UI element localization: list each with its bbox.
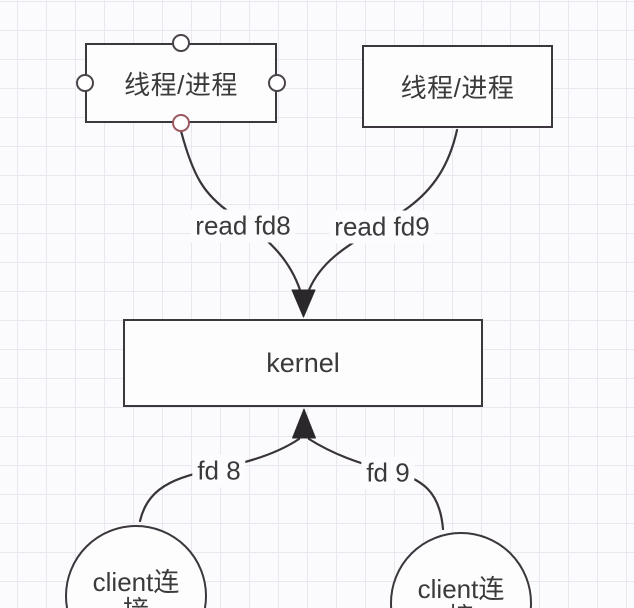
node-client-connection-right-label: client连接	[417, 574, 505, 608]
edge-label-read-fd9[interactable]: read fd9	[329, 210, 435, 244]
node-thread-process-left[interactable]: 线程/进程	[85, 43, 277, 123]
node-thread-process-right[interactable]: 线程/进程	[362, 45, 553, 128]
arrowhead-down-into-kernel	[291, 289, 316, 318]
edge-label-fd-8[interactable]: fd 8	[192, 454, 246, 488]
edge-label-fd-9[interactable]: fd 9	[361, 456, 415, 490]
connection-anchor-left-icon[interactable]	[76, 74, 94, 92]
node-kernel[interactable]: kernel	[123, 319, 483, 407]
node-thread-process-right-label: 线程/进程	[400, 73, 515, 103]
edge-thread-right-to-kernel[interactable]	[307, 128, 459, 292]
node-client-connection-left-label: client连接	[92, 567, 180, 608]
connection-anchor-right-icon[interactable]	[268, 74, 286, 92]
connection-anchor-top-icon[interactable]	[172, 34, 190, 52]
node-kernel-label: kernel	[266, 347, 340, 378]
arrowhead-up-into-kernel	[292, 408, 316, 439]
node-thread-process-left-label: 线程/进程	[124, 69, 238, 100]
edge-label-read-fd8[interactable]: read fd8	[190, 209, 296, 243]
connection-anchor-bottom-icon[interactable]	[172, 114, 190, 132]
